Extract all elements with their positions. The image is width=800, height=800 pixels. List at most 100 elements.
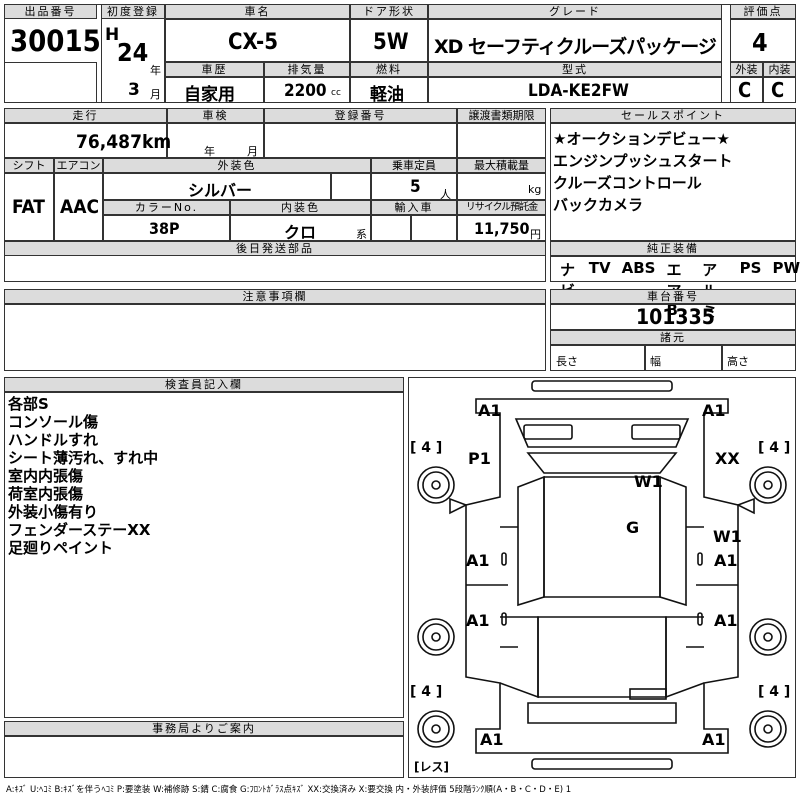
mark-rear-right: A1: [702, 730, 726, 749]
interior-grade: C: [771, 78, 785, 102]
displacement-label: 排気量: [264, 62, 350, 77]
spare-tire-label: [レス]: [414, 760, 449, 774]
later-parts-label: 後日発送部品: [4, 241, 546, 256]
shift-label: シフト: [4, 158, 54, 173]
load-label: 最大積載量: [457, 158, 546, 173]
displacement-value: 2200: [284, 81, 327, 101]
seats-label: 乗車定員: [371, 158, 457, 173]
mark-left-front-door: A1: [466, 551, 490, 570]
notes-box: [4, 304, 546, 371]
inspector-line: シート薄汚れ、すれ中: [8, 449, 159, 467]
selling-point: バックカメラ: [553, 196, 644, 214]
selling-point: クルーズコントロール: [553, 174, 702, 192]
chassis-label: 車台番号: [550, 289, 796, 304]
selling-points-label: セールスポイント: [550, 108, 796, 123]
recycle-value: 11,750: [474, 219, 530, 238]
tire-tread-rl: [ 4 ]: [410, 684, 443, 700]
inspector-line: 荷室内張傷: [8, 485, 84, 503]
model-label: 車名: [165, 4, 350, 19]
mark-rear-left: A1: [480, 730, 504, 749]
inspector-line: コンソール傷: [8, 413, 99, 431]
equipment-item: ABS: [621, 259, 656, 277]
seats-unit: 人: [440, 188, 451, 201]
inspection-year-unit: 年: [204, 145, 215, 158]
reg-month-unit: 月: [150, 88, 161, 101]
car-diagram-frame: [408, 377, 796, 778]
lot-label: 出品番号: [4, 4, 97, 19]
legend-footer: A:ｷｽﾞ U:ﾍｺﾐ B:ｷｽﾞを伴うﾍｺﾐ P:要塗装 W:補修跡 S:錆 …: [6, 785, 572, 795]
mileage-label: 走行: [4, 108, 167, 123]
interior-label: 内装: [763, 62, 796, 77]
tire-tread-rr: [ 4 ]: [758, 684, 791, 700]
grade-label: グレード: [428, 4, 722, 19]
inspection-label: 車検: [167, 108, 264, 123]
color-no-label: カラーNo.: [103, 200, 230, 215]
chassis-number: 101335: [636, 305, 715, 329]
equipment-item: PW: [772, 259, 800, 277]
office-box: [4, 736, 404, 778]
ac-value: AAC: [60, 196, 100, 218]
seats-value: 5: [410, 177, 421, 197]
equipment-item: TV: [588, 259, 611, 277]
displacement-unit: cc: [331, 88, 341, 98]
tire-tread-fr: [ 4 ]: [758, 440, 791, 456]
color-label: 外装色: [103, 158, 371, 173]
mark-p1: P1: [468, 449, 491, 468]
interior-color-unit: 系: [356, 228, 367, 241]
notes-label: 注意事項欄: [4, 289, 546, 304]
grade-value: XD セーフティクルーズパッケージ: [434, 36, 717, 58]
color-no-value: 38P: [149, 219, 180, 238]
height-label: 高さ: [727, 355, 749, 368]
door-value: 5W: [373, 30, 409, 55]
reg-year: 24: [117, 38, 149, 67]
mileage-value: 76,487: [76, 131, 142, 153]
model-value: CX-5: [228, 30, 278, 55]
selling-point: ★オークションデビュー★: [553, 130, 730, 148]
selling-points-list: ★オークションデビュー★ エンジンプッシュスタート クルーズコントロール バック…: [553, 128, 733, 216]
equipment-label: 純正装備: [550, 241, 796, 256]
mark-front-right: A1: [702, 401, 726, 420]
specs-label: 諸元: [550, 330, 796, 345]
inspection-month-unit: 月: [247, 145, 258, 158]
fuel-label: 燃料: [350, 62, 428, 77]
mark-w1-top: W1: [634, 472, 663, 491]
recycle-unit: 円: [530, 228, 541, 241]
mark-right-rear-door: A1: [714, 611, 738, 630]
reg-month: 3: [128, 80, 140, 100]
recycle-label: リサイクル預託金: [457, 200, 546, 215]
exterior-label: 外装: [730, 62, 763, 77]
inspector-line: フェンダーステーXX: [8, 521, 151, 539]
door-label: ドア形状: [350, 4, 428, 19]
inspector-label: 検査員記入欄: [4, 377, 404, 392]
transfer-label: 譲渡書類期限: [457, 108, 546, 123]
inspector-line: 外装小傷有り: [8, 503, 99, 521]
mileage-unit: km: [142, 131, 172, 153]
mark-right-front-door: A1: [714, 551, 738, 570]
inspector-line: ハンドルすれ: [8, 431, 99, 449]
office-label: 事務局よりご案内: [4, 721, 404, 736]
inspector-line: 室内内張傷: [8, 467, 84, 485]
inspector-box: [4, 392, 404, 718]
fuel-value: 軽油: [370, 85, 404, 105]
plate-label: 登録番号: [264, 108, 457, 123]
lot-number: 30015: [10, 24, 101, 58]
score-label: 評価点: [730, 4, 796, 19]
selling-point: エンジンプッシュスタート: [553, 152, 733, 170]
exterior-grade: C: [738, 78, 752, 102]
ac-label: エアコン: [54, 158, 103, 173]
width-label: 幅: [650, 355, 661, 368]
inspector-notes: 各部S コンソール傷 ハンドルすれ シート薄汚れ、すれ中 室内内張傷 荷室内張傷…: [8, 395, 158, 557]
score-value: 4: [752, 28, 768, 57]
car-diagram: [417, 380, 787, 770]
load-unit: kg: [528, 183, 542, 196]
mark-front-left: A1: [478, 401, 502, 420]
history-label: 車歴: [165, 62, 264, 77]
mark-w1-side: W1: [713, 527, 742, 546]
mark-xx: XX: [715, 449, 740, 468]
era: H: [105, 25, 120, 45]
length-label: 長さ: [556, 355, 578, 368]
equipment-item: PS: [739, 259, 762, 277]
mark-g: G: [626, 518, 640, 537]
selling-points-box: [550, 123, 796, 241]
interior-color-value: クロ: [284, 223, 317, 242]
